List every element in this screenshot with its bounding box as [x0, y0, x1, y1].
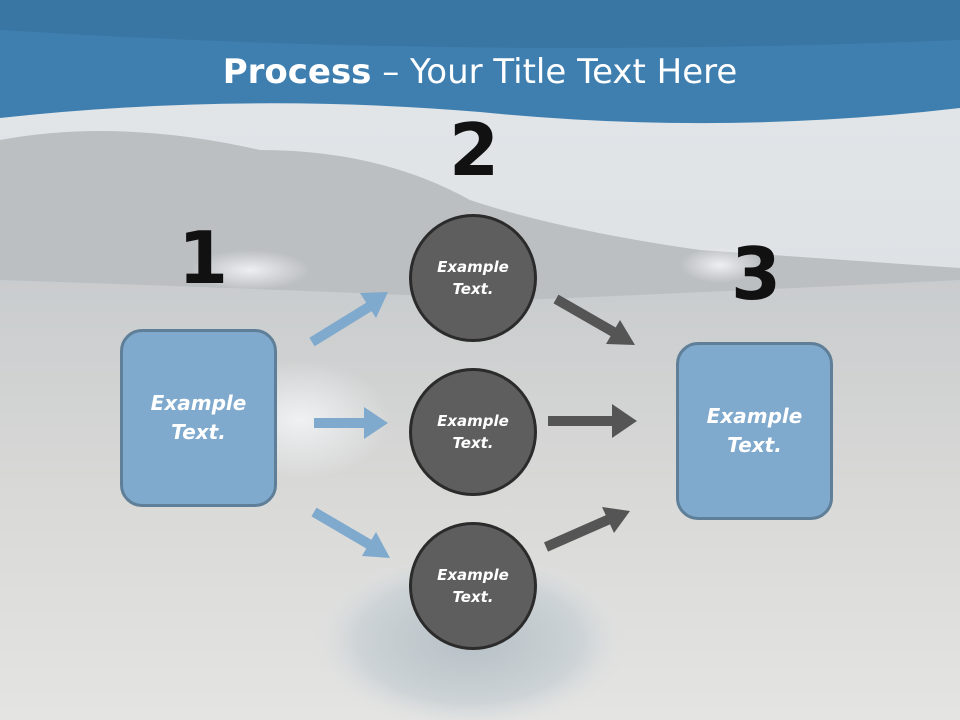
circle-middle[interactable]: Example Text. — [409, 368, 537, 496]
gray-arrow-up — [543, 507, 630, 552]
right-box[interactable]: Example Text. — [676, 342, 833, 520]
circle-bottom[interactable]: Example Text. — [409, 522, 537, 650]
circle-top[interactable]: Example Text. — [409, 214, 537, 342]
step-number-2: 2 — [449, 108, 500, 192]
circle-top-label: Example Text. — [437, 257, 509, 299]
gray-arrow-right — [548, 404, 637, 438]
left-box[interactable]: Example Text. — [120, 329, 277, 507]
step-number-3: 3 — [731, 232, 782, 316]
right-box-label: Example Text. — [706, 404, 803, 457]
step-number-1: 1 — [178, 216, 229, 300]
title-strong: Process — [222, 52, 372, 92]
circle-bottom-label: Example Text. — [437, 565, 509, 607]
left-box-label: Example Text. — [150, 391, 247, 444]
title-rest: – Your Title Text Here — [371, 52, 738, 92]
slide-title: Process – Your Title Text Here — [0, 52, 960, 92]
gray-arrow-down — [553, 294, 635, 345]
blue-arrow-right — [314, 407, 388, 439]
circle-middle-label: Example Text. — [437, 411, 509, 453]
blue-arrow-down — [311, 507, 390, 558]
blue-arrow-up — [309, 292, 388, 347]
